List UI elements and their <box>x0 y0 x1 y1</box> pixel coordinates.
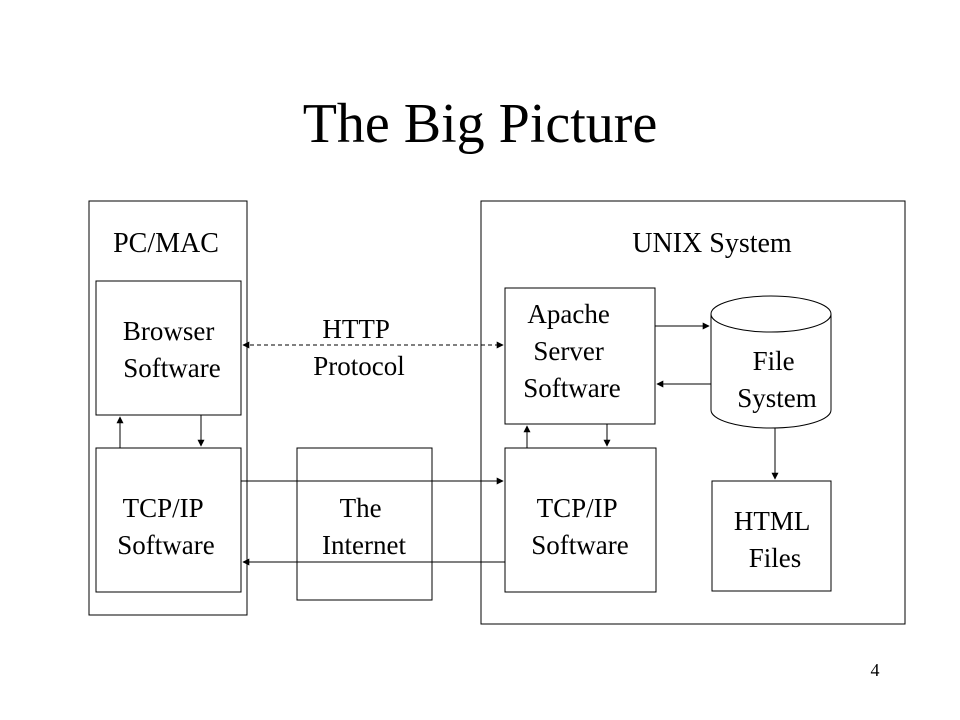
html-files-box <box>711 480 832 592</box>
slide-title: The Big Picture <box>302 93 658 155</box>
pc-tcpip-label: TCP/IP Software <box>117 493 214 560</box>
pc-tcpip-box <box>95 447 242 593</box>
http-protocol-label: HTTP Protocol <box>313 314 405 381</box>
browser-software-label: Browser Software <box>123 316 221 383</box>
page-number: 4 <box>870 660 880 680</box>
unix-tcpip-label: TCP/IP Software <box>531 493 628 560</box>
apache-server-box <box>504 287 656 425</box>
internet-label: The Internet <box>322 493 406 560</box>
file-system-cylinder <box>710 295 832 429</box>
internet-box <box>296 447 433 601</box>
html-files-label: HTML Files <box>734 506 816 573</box>
file-system-label: File System <box>737 346 817 413</box>
unix-tcpip-box <box>504 447 657 593</box>
unix-label: UNIX System <box>632 228 792 259</box>
browser-software-box <box>95 280 242 416</box>
pc-mac-label: PC/MAC <box>113 228 219 259</box>
apache-server-label: Apache Server Software <box>523 299 620 403</box>
